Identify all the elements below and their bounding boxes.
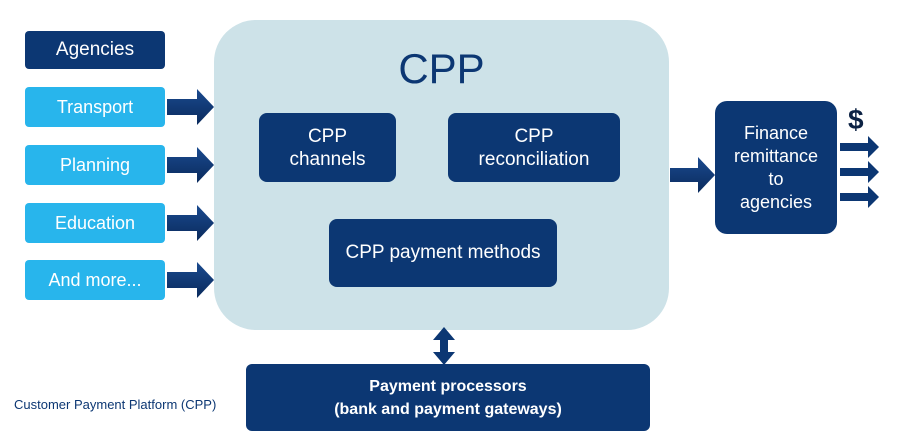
arrow-right-icon xyxy=(840,136,879,158)
arrow-right-icon xyxy=(167,205,214,241)
arrow-right-icon xyxy=(167,147,214,183)
diagram-caption: Customer Payment Platform (CPP) xyxy=(14,397,217,412)
cpp-payment-methods-box: CPP payment methods xyxy=(329,219,557,287)
agency-education: Education xyxy=(25,203,165,243)
agency-transport: Transport xyxy=(25,87,165,127)
arrow-right-icon xyxy=(670,157,715,193)
payment-processors-box: Payment processors (bank and payment gat… xyxy=(246,364,650,431)
arrow-right-icon xyxy=(840,161,879,183)
arrow-right-icon xyxy=(167,262,214,298)
agencies-header: Agencies xyxy=(25,31,165,69)
arrow-right-icon xyxy=(167,89,214,125)
cpp-title: CPP xyxy=(398,45,485,92)
finance-remittance-box: Finance remittance to agencies xyxy=(715,101,837,234)
agency-planning: Planning xyxy=(25,145,165,185)
cpp-reconciliation-box: CPP reconciliation xyxy=(448,113,620,182)
arrow-right-icon xyxy=(840,186,879,208)
dollar-icon: $ xyxy=(848,104,864,135)
double-arrow-icon xyxy=(433,327,455,365)
cpp-channels-box: CPP channels xyxy=(259,113,396,182)
agency-and-more: And more... xyxy=(25,260,165,300)
